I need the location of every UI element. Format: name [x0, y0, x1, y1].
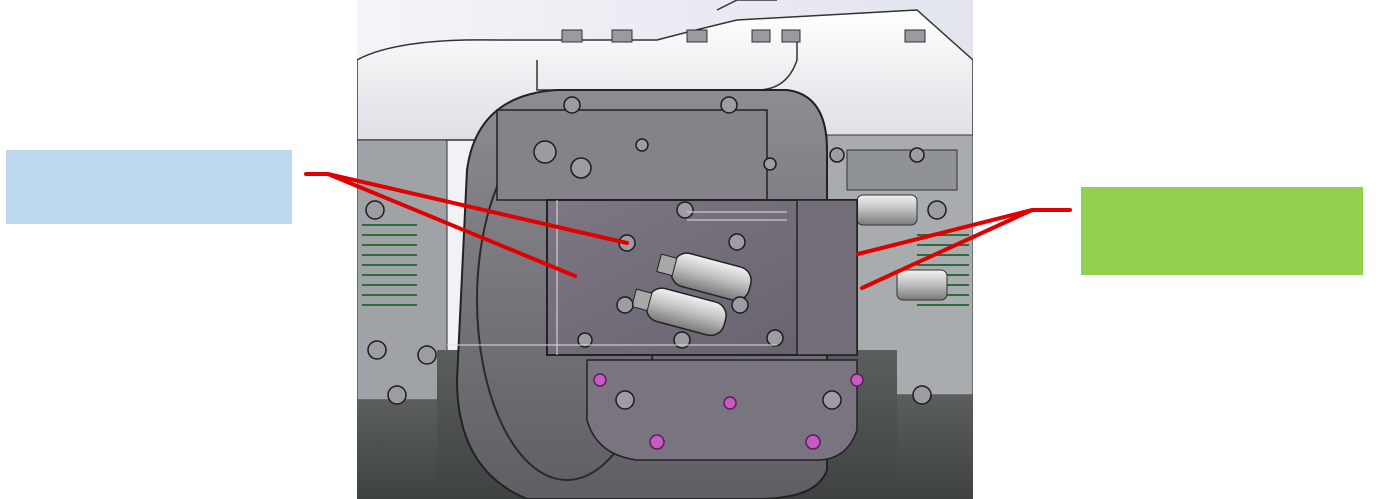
callout-box-left [6, 150, 292, 224]
right-fitting [856, 194, 918, 226]
callout-box-right [1081, 187, 1363, 275]
left-base [357, 400, 447, 499]
top-studs [561, 29, 926, 43]
cad-assembly-illustration [357, 0, 973, 499]
side-block [796, 199, 858, 356]
pneumatic-cylinders [631, 252, 752, 337]
magenta-bolts [593, 373, 864, 450]
